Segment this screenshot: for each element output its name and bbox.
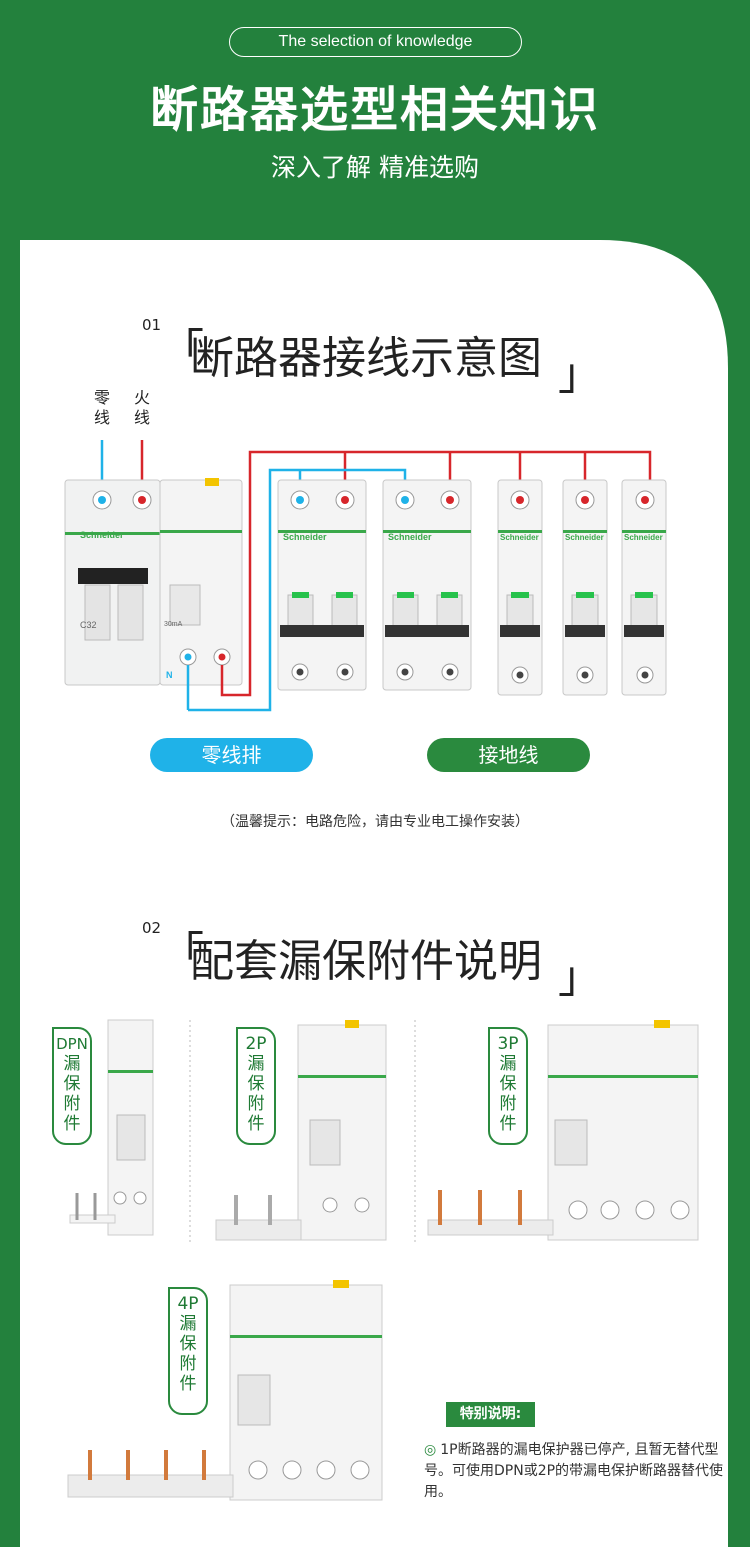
label-char: 件 xyxy=(247,1114,265,1134)
svg-text:30mA: 30mA xyxy=(164,621,183,628)
special-note: ◎1P断路器的漏电保护器已停产, 且暂无替代型号。可使用DPN或2P的带漏电保护… xyxy=(424,1440,724,1503)
special-note-text: 1P断路器的漏电保护器已停产, 且暂无替代型号。可使用DPN或2P的带漏电保护断… xyxy=(424,1442,724,1500)
3p-tag: 3P xyxy=(497,1034,519,1054)
breaker-2p-a: Schneider xyxy=(277,479,367,691)
label-char: 附 xyxy=(247,1094,265,1114)
svg-text:N: N xyxy=(166,670,173,680)
4p-module-image xyxy=(67,1280,383,1501)
page-title: 断路器选型相关知识 xyxy=(149,82,600,138)
section2-number: 02 xyxy=(142,919,162,937)
4p-tag: 4P xyxy=(177,1294,199,1314)
live-bus-wire xyxy=(220,450,652,697)
ground-wire-badge: 接地线 xyxy=(427,738,590,772)
section2-title: 配套漏保附件说明 xyxy=(190,936,542,987)
bracket-open: 「 xyxy=(160,325,204,376)
label-char: 漏 xyxy=(179,1314,197,1334)
header-pill: The selection of knowledge xyxy=(229,27,522,57)
label-char: 件 xyxy=(179,1374,197,1394)
bracket-open: 「 xyxy=(160,928,204,979)
bracket-close: 」 xyxy=(558,349,602,400)
neutral-wire-label: 零线 xyxy=(94,388,111,427)
label-char: 保 xyxy=(499,1074,517,1094)
label-char: 附 xyxy=(179,1354,197,1374)
svg-text:C32: C32 xyxy=(80,620,97,630)
neutral-bar-badge: 零线排 xyxy=(150,738,313,772)
svg-text:Schneider: Schneider xyxy=(388,532,432,542)
dpn-module-image xyxy=(69,1019,154,1236)
breaker-1p-b: Schneider xyxy=(562,479,608,696)
vigi-module: 30mA N xyxy=(159,478,243,686)
brand-text: Schneider xyxy=(80,530,124,540)
svg-text:Schneider: Schneider xyxy=(500,533,539,542)
breaker-2p-b: Schneider xyxy=(382,479,472,691)
dpn-label: DPN 漏 保 附 件 xyxy=(52,1027,92,1145)
module-illustrations xyxy=(67,1019,699,1501)
bracket-close: 」 xyxy=(558,952,602,1003)
wiring-diagram: Schneider C32 30mA N Schneider xyxy=(64,440,667,712)
2p-tag: 2P xyxy=(245,1034,267,1054)
svg-text:Schneider: Schneider xyxy=(624,533,663,542)
live-wire-label: 火线 xyxy=(134,388,151,427)
section1-number: 01 xyxy=(142,316,162,334)
2p-label: 2P 漏 保 附 件 xyxy=(236,1027,276,1145)
circle-bullet-icon: ◎ xyxy=(424,1442,437,1458)
section1-heading: 01 「 断路器接线示意图 」 xyxy=(0,316,750,402)
label-char: 附 xyxy=(63,1094,81,1114)
label-char: 件 xyxy=(499,1114,517,1134)
label-char: 漏 xyxy=(499,1054,517,1074)
main-breaker: Schneider C32 xyxy=(64,479,161,686)
2p-module-image xyxy=(215,1020,387,1241)
3p-label: 3P 漏 保 附 件 xyxy=(488,1027,528,1145)
breaker-1p-a: Schneider xyxy=(497,479,543,696)
section2-heading: 02 「 配套漏保附件说明 」 xyxy=(0,919,750,1005)
neutral-bus-wire xyxy=(188,468,407,712)
page-subtitle: 深入了解 精准选购 xyxy=(271,153,479,182)
4p-label: 4P 漏 保 附 件 xyxy=(168,1287,208,1415)
label-char: 附 xyxy=(499,1094,517,1114)
dpn-tag: DPN xyxy=(56,1035,88,1053)
label-char: 漏 xyxy=(247,1054,265,1074)
3p-module-image xyxy=(427,1020,699,1241)
label-char: 保 xyxy=(63,1074,81,1094)
label-char: 漏 xyxy=(63,1054,81,1074)
label-char: 保 xyxy=(179,1334,197,1354)
label-char: 保 xyxy=(247,1074,265,1094)
section1-title: 断路器接线示意图 xyxy=(190,333,542,384)
breaker-1p-c: Schneider xyxy=(621,479,667,696)
svg-text:Schneider: Schneider xyxy=(565,533,604,542)
special-note-tag: 特别说明: xyxy=(446,1402,535,1427)
label-char: 件 xyxy=(63,1114,81,1134)
safety-note: （温馨提示：电路危险，请由专业电工操作安装） xyxy=(221,814,529,830)
svg-text:Schneider: Schneider xyxy=(283,532,327,542)
